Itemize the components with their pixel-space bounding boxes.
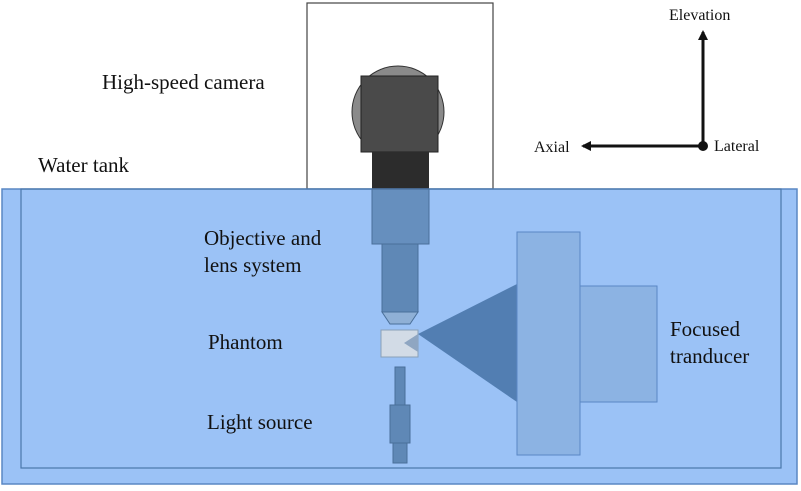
light-source: [389, 366, 411, 464]
transducer-housing: [579, 285, 658, 403]
objective-lens-system: [371, 188, 430, 325]
lateral-dot: [698, 141, 708, 151]
objective-tip: [381, 311, 419, 325]
phantom-focus: [404, 334, 418, 352]
transducer-label-line1: Focused: [670, 317, 740, 341]
objective-label-line2: lens system: [204, 253, 301, 277]
coordinate-axes: Elevation Axial Lateral: [534, 7, 760, 156]
objective-label-line1: Objective and: [204, 226, 322, 250]
transducer-face: [516, 231, 581, 456]
phantom: [380, 329, 419, 358]
camera-body: [360, 75, 439, 153]
ultrasound-beam: [418, 284, 517, 402]
lateral-label: Lateral: [714, 138, 760, 155]
objective-upper: [371, 188, 430, 245]
light-body: [389, 404, 411, 444]
transducer-label-line2: tranducer: [670, 344, 749, 368]
light-rod: [394, 366, 406, 406]
phantom-label: Phantom: [208, 330, 283, 354]
axial-label: Axial: [534, 139, 570, 156]
water-tank-label: Water tank: [38, 153, 130, 177]
camera-label: High-speed camera: [102, 70, 265, 94]
focused-transducer: [418, 231, 658, 456]
light-base: [392, 442, 408, 464]
light-source-label: Light source: [207, 410, 313, 434]
elevation-label: Elevation: [669, 7, 730, 24]
objective-lower: [381, 243, 419, 313]
